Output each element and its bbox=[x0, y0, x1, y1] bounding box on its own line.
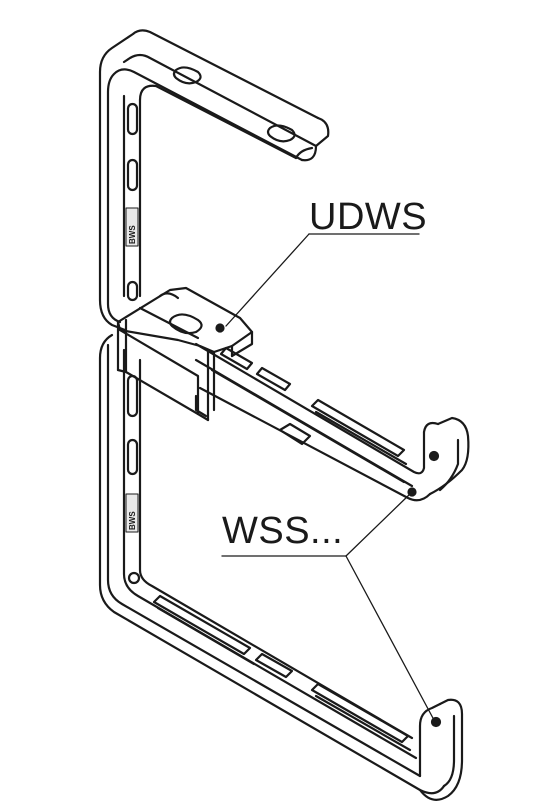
udws-connector bbox=[116, 286, 470, 502]
wss-leader-upper bbox=[345, 493, 411, 557]
lower-stamp: BWS bbox=[128, 511, 137, 530]
udws-label: UDWS bbox=[309, 196, 428, 238]
wss-leader-lower bbox=[345, 555, 435, 721]
udws-leader bbox=[225, 233, 310, 327]
wss-label: WSS... bbox=[222, 510, 344, 552]
upper-stamp: BWS bbox=[128, 225, 137, 244]
leader-lines bbox=[221, 233, 435, 721]
lower-wall-bracket bbox=[98, 333, 464, 801]
upper-wall-bracket bbox=[98, 29, 330, 332]
